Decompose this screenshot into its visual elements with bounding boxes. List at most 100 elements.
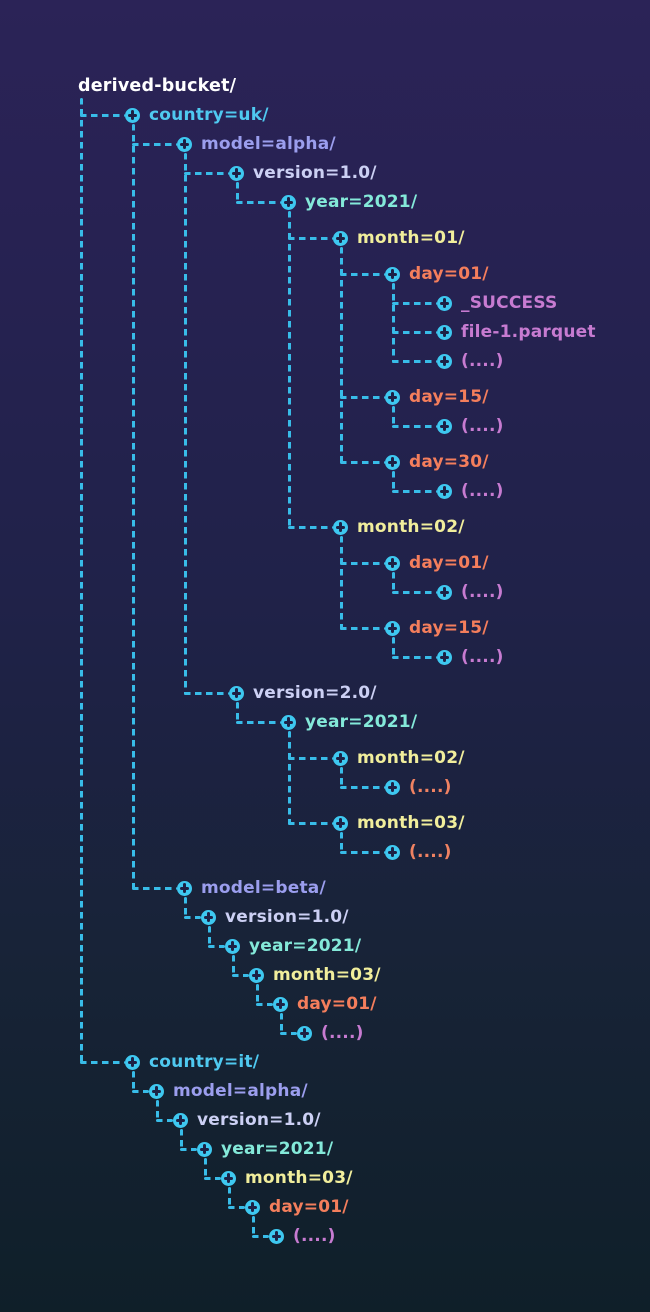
tree-node-bullet-icon (385, 454, 400, 470)
tree-node-label-day: day=30/ (409, 452, 489, 472)
tree-connector-horizontal (183, 691, 229, 695)
tree-connector-vertical (231, 955, 235, 977)
tree-connector-horizontal (79, 1060, 125, 1064)
tree-node-month: month=03/ (221, 1167, 353, 1189)
tree-connector-horizontal (287, 525, 333, 529)
tree-node-bullet-icon (437, 584, 452, 600)
tree-connector-horizontal (183, 915, 201, 919)
tree-node-day: day=01/ (273, 993, 377, 1015)
tree-connector-vertical (79, 98, 83, 1064)
tree-connector-vertical (339, 247, 343, 464)
tree-node-month: month=01/ (333, 227, 465, 249)
tree-connector-horizontal (131, 142, 177, 146)
tree-node-bullet-icon (333, 519, 348, 535)
tree-node-label-model: model=beta/ (201, 878, 326, 898)
tree-node-label-model: model=alpha/ (173, 1081, 308, 1101)
tree-node-bullet-icon (437, 353, 452, 369)
tree-connector-horizontal (131, 886, 177, 890)
tree-connector-vertical (339, 832, 343, 854)
tree-connector-vertical (131, 1071, 135, 1093)
tree-node-version: version=2.0/ (229, 682, 377, 704)
tree-connector-vertical (183, 897, 187, 919)
tree-node-version: version=1.0/ (201, 906, 349, 928)
tree-node-bullet-icon (225, 938, 240, 954)
tree-node-label-day: day=01/ (269, 1197, 349, 1217)
tree-node-label-ellipsis-day: (....) (409, 842, 452, 862)
tree-connector-horizontal (391, 655, 437, 659)
tree-connector-horizontal (339, 395, 385, 399)
tree-node-label-ellipsis-file: (....) (461, 647, 504, 667)
tree-node-label-year: year=2021/ (305, 712, 418, 732)
tree-node-bullet-icon (385, 389, 400, 405)
tree-node-label-ellipsis-file: (....) (461, 416, 504, 436)
tree-connector-horizontal (339, 272, 385, 276)
tree-connector-vertical (251, 1216, 255, 1238)
tree-connector-horizontal (391, 359, 437, 363)
tree-node-bullet-icon (173, 1112, 188, 1128)
tree-connector-vertical (183, 153, 187, 695)
tree-connector-horizontal (391, 424, 437, 428)
tree-node-month: month=02/ (333, 516, 465, 538)
tree-connector-vertical (255, 984, 259, 1006)
tree-node-label-month: month=03/ (357, 813, 465, 833)
tree-node-bullet-icon (201, 909, 216, 925)
tree-node-label-model: model=alpha/ (201, 134, 336, 154)
tree-node-label-version: version=1.0/ (225, 907, 349, 927)
tree-node-label-day: day=01/ (297, 994, 377, 1014)
tree-connector-vertical (227, 1187, 231, 1209)
tree-node-bullet-icon (385, 844, 400, 860)
tree-connector-horizontal (339, 785, 385, 789)
tree-node-year: year=2021/ (197, 1138, 333, 1160)
tree-node-bullet-icon (385, 620, 400, 636)
tree-connector-horizontal (183, 171, 229, 175)
tree-node-bullet-icon (273, 996, 288, 1012)
tree-node-country: country=it/ (125, 1051, 259, 1073)
tree-node-bullet-icon (229, 165, 244, 181)
tree-node-bullet-icon (245, 1199, 260, 1215)
tree-connector-vertical (339, 536, 343, 630)
tree-connector-horizontal (235, 200, 281, 204)
tree-connector-horizontal (287, 236, 333, 240)
tree-node-day: day=30/ (385, 451, 489, 473)
tree-connector-horizontal (79, 113, 125, 117)
tree-node-ellipsis-file: (....) (437, 350, 504, 372)
tree-node-bullet-icon (221, 1170, 236, 1186)
tree-node-day: day=01/ (245, 1196, 349, 1218)
tree-node-bullet-icon (437, 295, 452, 311)
tree-connector-horizontal (391, 489, 437, 493)
tree-node-label-ellipsis-day: (....) (409, 777, 452, 797)
tree-connector-horizontal (287, 756, 333, 760)
tree-node-model: model=beta/ (177, 877, 326, 899)
tree-node-model: model=alpha/ (149, 1080, 308, 1102)
tree-connector-vertical (339, 767, 343, 789)
tree-node-version: version=1.0/ (229, 162, 377, 184)
tree-node-ellipsis-file: (....) (437, 480, 504, 502)
tree-node-label-ellipsis-file: (....) (461, 582, 504, 602)
tree-node-bullet-icon (281, 714, 296, 730)
tree-node-bullet-icon (125, 1054, 140, 1070)
tree-node-label-year: year=2021/ (249, 936, 362, 956)
tree-node-bullet-icon (437, 649, 452, 665)
tree-node-file: _SUCCESS (437, 292, 557, 314)
tree-node-bullet-icon (385, 555, 400, 571)
tree-connector-horizontal (339, 850, 385, 854)
tree-connector-horizontal (207, 944, 225, 948)
tree-node-label-month: month=03/ (273, 965, 381, 985)
tree-node-label-file: file-1.parquet (461, 322, 596, 342)
tree-connector-horizontal (391, 590, 437, 594)
tree-node-bullet-icon (333, 750, 348, 766)
tree-connector-vertical (179, 1129, 183, 1151)
tree-connector-horizontal (131, 1089, 149, 1093)
tree-connector-horizontal (287, 821, 333, 825)
tree-node-label-month: month=02/ (357, 748, 465, 768)
tree-node-ellipsis-file: (....) (269, 1225, 336, 1247)
tree-node-file: file-1.parquet (437, 321, 596, 343)
tree-node-label-month: month=01/ (357, 228, 465, 248)
tree-node-label-day: day=01/ (409, 553, 489, 573)
tree-connector-vertical (391, 572, 395, 594)
tree-node-label-day: day=15/ (409, 618, 489, 638)
tree-node-ellipsis-file: (....) (437, 581, 504, 603)
tree-node-version: version=1.0/ (173, 1109, 321, 1131)
tree-node-bullet-icon (177, 136, 192, 152)
tree-node-bullet-icon (249, 967, 264, 983)
